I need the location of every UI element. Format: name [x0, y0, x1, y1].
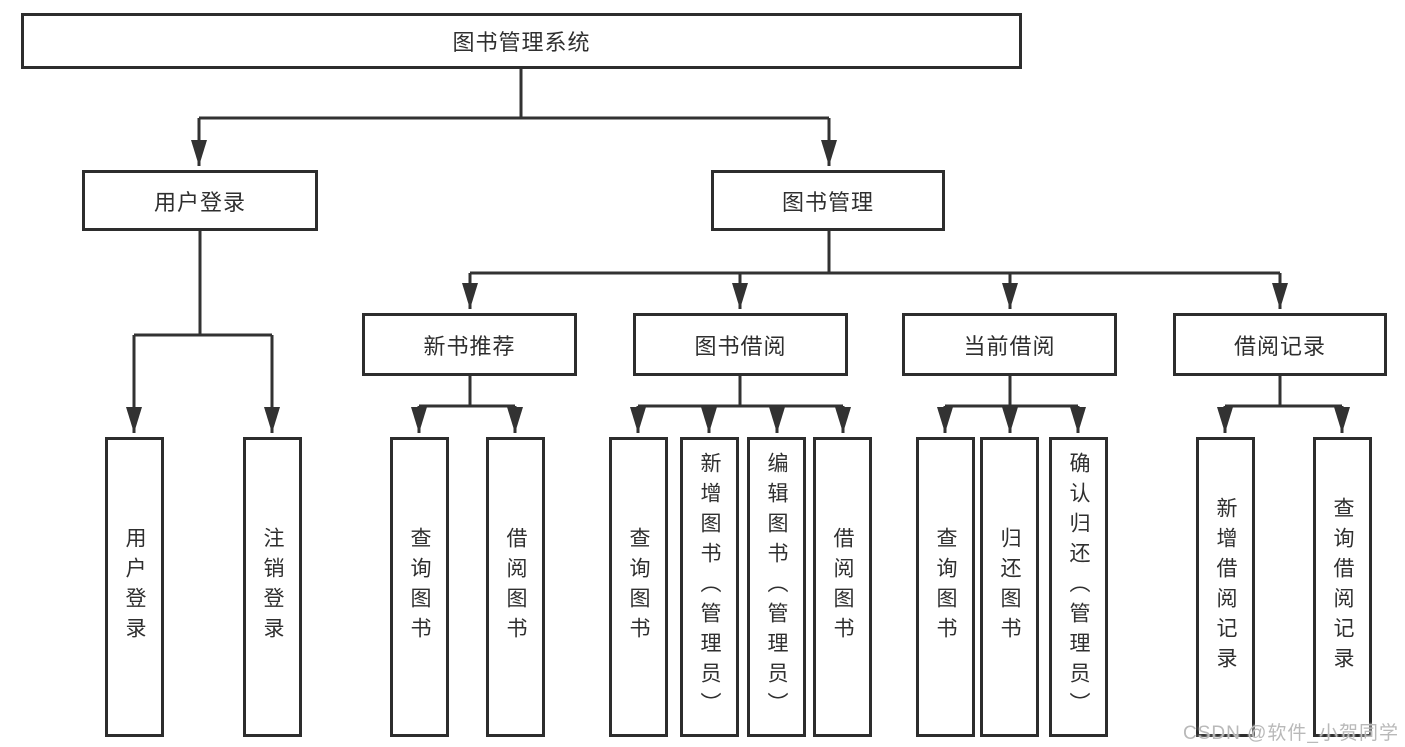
node-leaf-borrow-book-1-label: 借阅图书: [504, 527, 527, 647]
node-leaf-edit-book-admin-label: 编辑图书（管理员）: [765, 452, 788, 722]
node-leaf-borrow-book-2-label: 借阅图书: [831, 527, 854, 647]
node-borrow-records: 借阅记录: [1173, 313, 1387, 376]
node-leaf-user-login: 用户登录: [105, 437, 164, 737]
node-current-borrow-label: 当前借阅: [963, 333, 1056, 359]
node-book-borrow-label: 图书借阅: [694, 333, 787, 359]
node-book-borrow: 图书借阅: [633, 313, 848, 376]
watermark: CSDN @软件_小贺同学: [1183, 723, 1399, 744]
node-leaf-add-book-admin-label: 新增图书（管理员）: [698, 452, 721, 722]
node-leaf-logout-label: 注销登录: [261, 527, 284, 647]
node-book-management: 图书管理: [711, 170, 945, 231]
node-leaf-add-borrow-record: 新增借阅记录: [1196, 437, 1255, 737]
node-leaf-edit-book-admin: 编辑图书（管理员）: [747, 437, 806, 737]
node-leaf-query-borrow-record: 查询借阅记录: [1313, 437, 1372, 737]
node-leaf-add-borrow-record-label: 新增借阅记录: [1214, 497, 1237, 677]
node-root: 图书管理系统: [21, 13, 1022, 69]
node-borrow-records-label: 借阅记录: [1233, 333, 1326, 359]
node-user-login-branch: 用户登录: [82, 170, 318, 231]
node-leaf-add-book-admin: 新增图书（管理员）: [680, 437, 739, 737]
node-leaf-query-book-3: 查询图书: [916, 437, 975, 737]
node-leaf-query-book-2: 查询图书: [609, 437, 668, 737]
node-leaf-borrow-book-1: 借阅图书: [486, 437, 545, 737]
node-leaf-confirm-return-admin: 确认归还（管理员）: [1049, 437, 1108, 737]
node-leaf-user-login-label: 用户登录: [123, 527, 146, 647]
node-leaf-borrow-book-2: 借阅图书: [813, 437, 872, 737]
node-current-borrow: 当前借阅: [902, 313, 1117, 376]
node-leaf-return-book: 归还图书: [980, 437, 1039, 737]
node-new-book-recommend: 新书推荐: [362, 313, 577, 376]
node-user-login-branch-label: 用户登录: [153, 189, 246, 215]
node-leaf-query-book-3-label: 查询图书: [934, 527, 957, 647]
node-new-book-recommend-label: 新书推荐: [423, 333, 516, 359]
node-leaf-query-book-1-label: 查询图书: [408, 527, 431, 647]
node-leaf-query-book-1: 查询图书: [390, 437, 449, 737]
node-leaf-query-borrow-record-label: 查询借阅记录: [1331, 497, 1354, 677]
node-leaf-confirm-return-admin-label: 确认归还（管理员）: [1067, 452, 1090, 722]
node-book-management-label: 图书管理: [781, 189, 874, 215]
node-leaf-return-book-label: 归还图书: [998, 527, 1021, 647]
node-leaf-query-book-2-label: 查询图书: [627, 527, 650, 647]
node-leaf-logout: 注销登录: [243, 437, 302, 737]
node-root-label: 图书管理系统: [452, 30, 591, 55]
